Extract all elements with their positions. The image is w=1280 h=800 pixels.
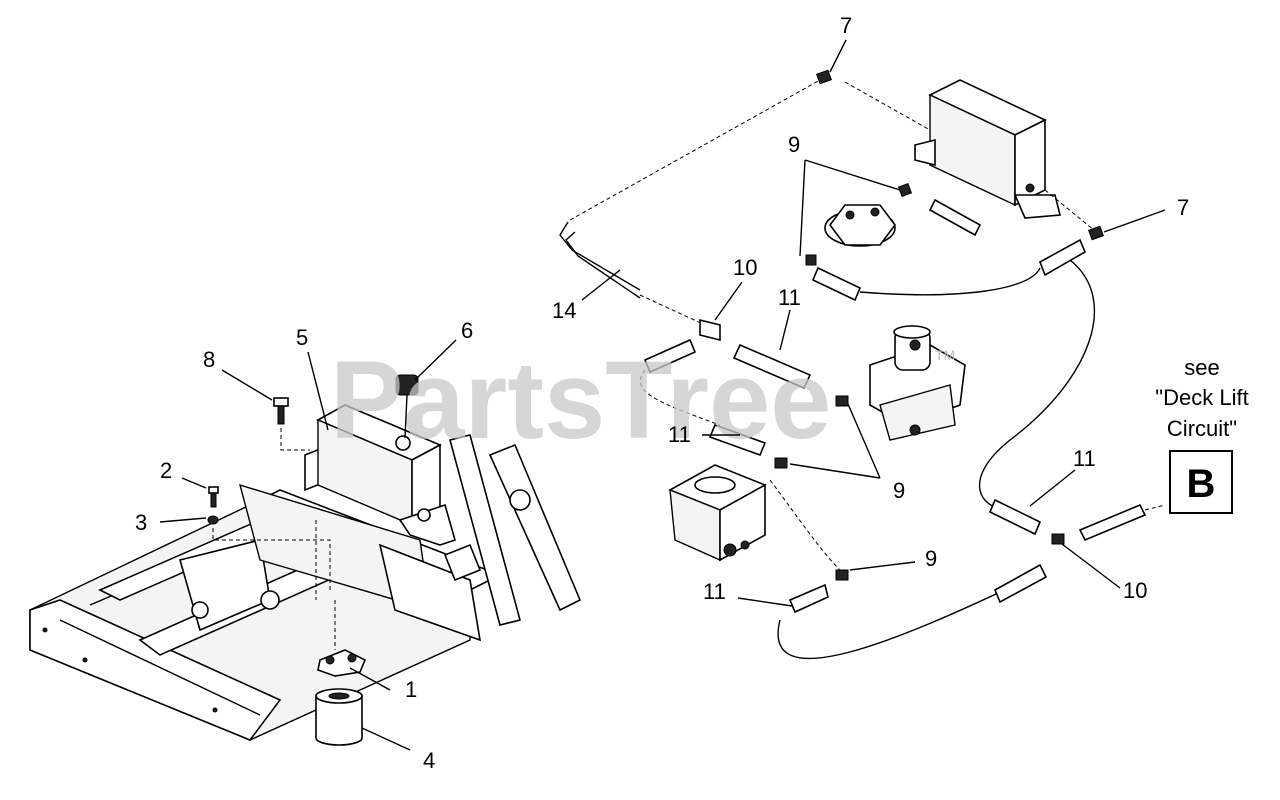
callout-11-right: 11 bbox=[1073, 446, 1096, 471]
control-valve bbox=[869, 325, 966, 441]
hydraulic-pump bbox=[668, 464, 767, 562]
callout-14: 14 bbox=[552, 298, 576, 323]
callout-7-top: 7 bbox=[840, 13, 852, 38]
reference-letter: B bbox=[1187, 462, 1216, 506]
watermark: PartsTree bbox=[330, 339, 831, 462]
callout-3: 3 bbox=[135, 510, 147, 535]
callout-11-middle: 11 bbox=[668, 422, 691, 447]
hose-network bbox=[559, 69, 1166, 660]
watermark-trademark: TM bbox=[935, 347, 955, 363]
callout-11-lower: 11 bbox=[703, 579, 726, 604]
mower-frame bbox=[29, 434, 582, 741]
callout-5: 5 bbox=[296, 325, 308, 350]
washer bbox=[207, 515, 331, 600]
reference-note: see "Deck Lift Circuit" B bbox=[1155, 355, 1249, 514]
callout-9-lower: 9 bbox=[925, 546, 937, 571]
callout-4: 4 bbox=[423, 748, 435, 773]
reference-box bbox=[1169, 450, 1233, 514]
callout-11-upper: 11 bbox=[778, 285, 801, 310]
callout-2: 2 bbox=[160, 458, 172, 483]
hydraulic-filter bbox=[315, 688, 363, 746]
callout-10-upper: 10 bbox=[733, 255, 757, 280]
hydraulic-tank bbox=[304, 404, 456, 546]
reference-note-line-1: see bbox=[1184, 355, 1219, 380]
tank-cap bbox=[395, 374, 419, 439]
callouts: 1 2 3 4 5 6 7 7 8 9 9 9 10 10 11 11 11 1… bbox=[135, 13, 1189, 773]
reference-note-line-2: "Deck Lift bbox=[1155, 385, 1248, 410]
callout-1: 1 bbox=[405, 677, 417, 702]
callout-6: 6 bbox=[461, 318, 473, 343]
callout-8: 8 bbox=[203, 347, 215, 372]
leader-lines bbox=[159, 39, 1166, 751]
callout-10-lower: 10 bbox=[1123, 578, 1147, 603]
oil-cooler bbox=[914, 79, 1062, 219]
callout-9-top: 9 bbox=[788, 132, 800, 157]
screw bbox=[208, 486, 219, 508]
reference-note-line-3: Circuit" bbox=[1167, 416, 1237, 441]
callout-9-middle: 9 bbox=[893, 478, 905, 503]
bolt bbox=[273, 397, 310, 451]
hydraulic-motor-top bbox=[824, 204, 896, 247]
callout-7-right: 7 bbox=[1177, 195, 1189, 220]
